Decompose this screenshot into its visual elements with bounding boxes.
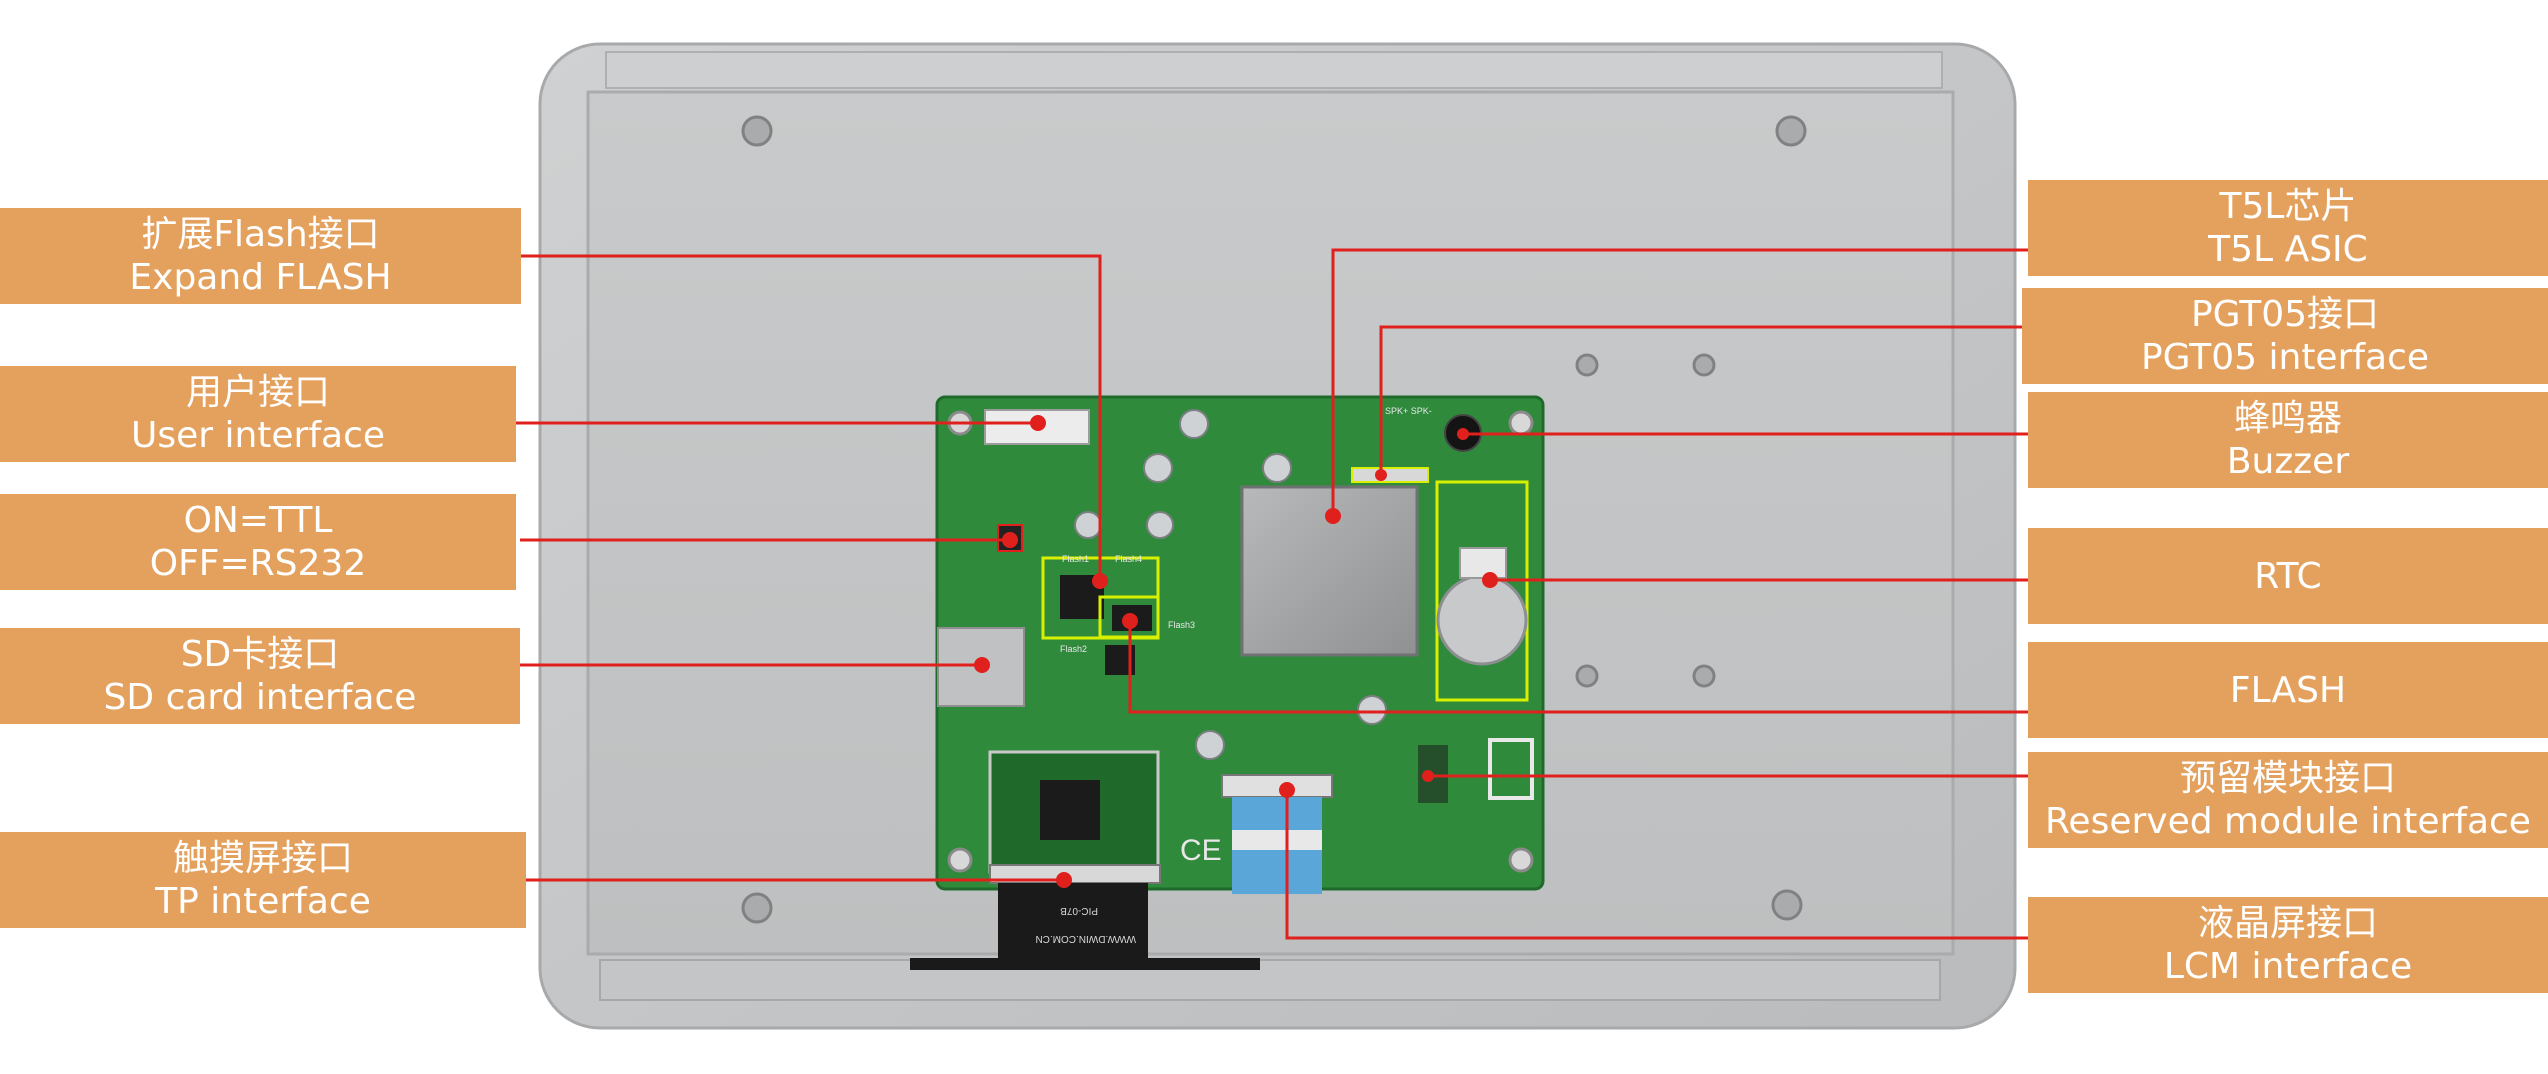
callout-cn: SD卡接口 [180, 634, 340, 675]
flash3-label: Flash3 [1168, 620, 1195, 630]
callout-expand-flash: 扩展Flash接口 Expand FLASH [0, 208, 521, 304]
callout-flash: FLASH [2028, 642, 2548, 738]
rtc-highlight [1435, 480, 1529, 702]
callout-cn: 预留模块接口 [2179, 758, 2396, 799]
callout-user-interface: 用户接口 User interface [0, 366, 516, 462]
callout-cn: T5L芯片 [2219, 186, 2357, 227]
housing-screws [741, 115, 1807, 924]
leader-pgt05 [1379, 325, 2022, 475]
capacitors [1074, 409, 1387, 760]
callout-cn: PGT05接口 [2190, 294, 2380, 335]
fpc-cable [998, 883, 1148, 963]
callout-en: TP interface [155, 881, 371, 922]
callout-reserved-module: 预留模块接口 Reserved module interface [2028, 752, 2548, 848]
pgt05-header [1351, 467, 1429, 483]
callout-cn: 液晶屏接口 [2197, 903, 2378, 944]
callout-en: Expand FLASH [129, 257, 392, 298]
flash1-label: Flash1 [1062, 554, 1089, 564]
flash4-label: Flash4 [1115, 554, 1142, 564]
top-rail [605, 51, 1943, 89]
callout-cn: 用户接口 [185, 372, 330, 413]
leader-flash [1128, 621, 2028, 714]
callout-t5l-asic: T5L芯片 T5L ASIC [2028, 180, 2548, 276]
callout-cn: ON=TTL [183, 500, 333, 541]
leader-t5l-asic [1331, 248, 2028, 516]
callout-cn: 扩展Flash接口 [141, 214, 380, 255]
leader-lcm-interface [1285, 790, 2028, 940]
callout-cn: RTC [2254, 555, 2322, 597]
rtc-holder [1459, 547, 1507, 579]
fpc-text: WWW.DWIN.COM.CN [1035, 933, 1136, 944]
callout-tp-interface: 触摸屏接口 TP interface [0, 832, 526, 928]
lcm-cable-stripe [1232, 830, 1322, 850]
leader-expand-flash [521, 254, 1102, 581]
callout-pgt05: PGT05接口 PGT05 interface [2022, 288, 2548, 384]
logo-area [1488, 738, 1534, 800]
bottom-rail [599, 959, 1941, 1001]
callout-buzzer: 蜂鸣器 Buzzer [2028, 392, 2548, 488]
callout-en: OFF=RS232 [149, 543, 367, 584]
callout-en: Reserved module interface [2045, 801, 2531, 842]
ce-mark: CE [1180, 834, 1222, 867]
callout-rtc: RTC [2028, 528, 2548, 624]
callout-en: User interface [130, 415, 386, 456]
spk-label: SPK+ SPK- [1385, 406, 1432, 416]
callout-cn: 蜂鸣器 [2233, 398, 2342, 439]
callout-sd-card: SD卡接口 SD card interface [0, 628, 520, 724]
leader-lines [516, 248, 2028, 940]
callout-lcm-interface: 液晶屏接口 LCM interface [2028, 897, 2548, 993]
flash2-label: Flash2 [1060, 644, 1087, 654]
board-id-text: PIC-07B [1060, 905, 1098, 916]
tp-chip [1040, 780, 1100, 840]
callout-en: LCM interface [2163, 946, 2413, 987]
leader-dots [974, 415, 1498, 888]
callout-en: T5L ASIC [2208, 229, 2368, 270]
rtc-battery [1436, 574, 1528, 666]
callout-en: Buzzer [2226, 441, 2350, 482]
callout-en: PGT05 interface [2140, 337, 2430, 378]
callout-ttl-switch: ON=TTL OFF=RS232 [0, 494, 516, 590]
fpc-tail [910, 958, 1260, 970]
callout-en: SD card interface [103, 677, 417, 718]
callout-cn: FLASH [2229, 669, 2347, 711]
lcm-connector [1221, 774, 1333, 798]
callout-cn: 触摸屏接口 [172, 838, 353, 879]
